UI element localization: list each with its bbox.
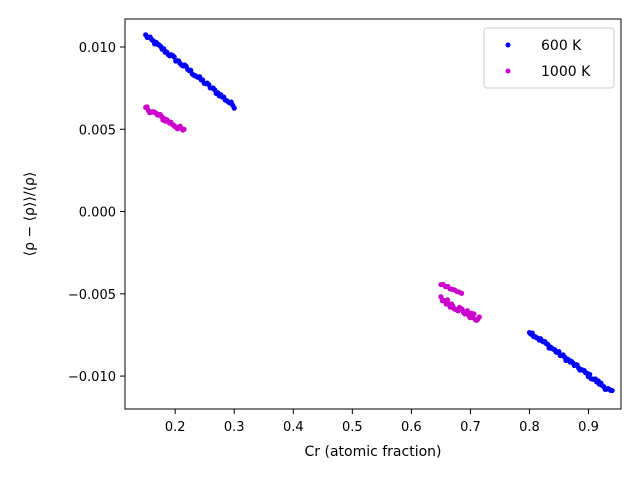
point-1000k — [471, 311, 477, 317]
y-axis-label: ⟨ρ − ⟨ρ⟩⟩/⟨ρ⟩ — [22, 172, 38, 257]
x-tick-label: 0.6 — [401, 420, 422, 435]
y-tick-label: 0.005 — [79, 123, 116, 138]
x-tick-label: 0.7 — [460, 420, 481, 435]
x-axis-label: Cr (atomic fraction) — [305, 444, 442, 460]
point-1000k — [438, 294, 444, 300]
x-tick-label: 0.8 — [519, 420, 540, 435]
y-ticks: 0.010 0.005 0.000 −0.005 −0.010 — [68, 41, 125, 385]
point-1000k — [464, 308, 470, 314]
y-tick-label: −0.010 — [68, 370, 116, 385]
point-1000k — [181, 126, 187, 132]
legend-label-600k: 600 K — [541, 38, 582, 54]
x-tick-label: 0.4 — [283, 420, 304, 435]
x-ticks: 0.2 0.3 0.4 0.5 0.6 0.7 0.8 0.9 — [165, 409, 599, 435]
x-tick-label: 0.5 — [342, 420, 363, 435]
y-tick-label: −0.005 — [68, 288, 116, 303]
legend-marker-600k — [505, 42, 511, 48]
legend-marker-1000k — [505, 68, 511, 74]
points-layer — [143, 32, 615, 394]
point-600k — [556, 348, 562, 355]
point-1000k — [444, 297, 451, 303]
y-tick-label: 0.010 — [79, 41, 116, 56]
x-tick-label: 0.9 — [578, 420, 599, 435]
x-tick-label: 0.2 — [165, 420, 186, 435]
point-600k — [231, 105, 237, 111]
y-tick-label: 0.000 — [79, 206, 116, 221]
point-1000k — [458, 290, 465, 296]
point-1000k — [476, 314, 482, 320]
x-tick-label: 0.3 — [224, 420, 245, 435]
legend-label-1000k: 1000 K — [541, 64, 591, 80]
point-600k — [609, 387, 615, 394]
legend-box — [483, 27, 615, 89]
plot-frame — [124, 18, 622, 410]
point-600k — [171, 54, 177, 60]
point-600k — [587, 371, 593, 377]
legend: 600 K 1000 K — [483, 27, 615, 89]
